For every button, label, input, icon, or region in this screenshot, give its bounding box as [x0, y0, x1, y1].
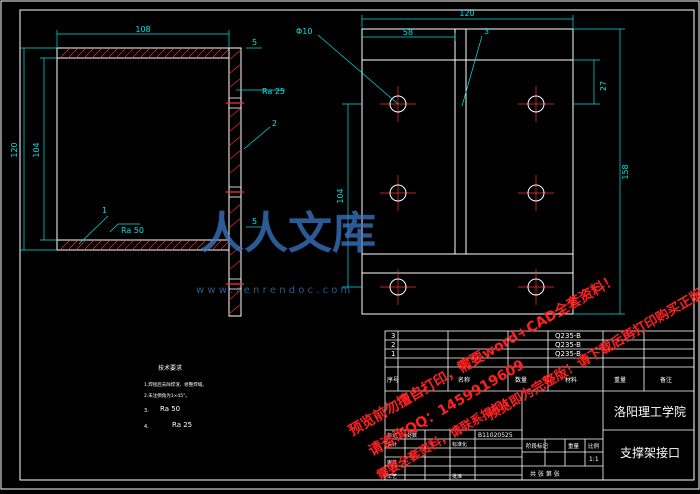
parts-row-no-2: 2 [391, 341, 395, 349]
sign-label-approve: 批准 [452, 473, 462, 480]
tech-item-3-rough: Ra 50 [160, 405, 180, 413]
vertical-plate-hatching [229, 50, 241, 314]
dim-height-104: 104 [32, 142, 41, 157]
parts-row-no-3: 3 [391, 332, 395, 340]
parts-header-no: 序号 [387, 376, 399, 384]
dim-hole-x-58: 58 [403, 28, 413, 37]
tech-title: 技术要求 [158, 364, 182, 372]
weight-label: 重量 [568, 442, 580, 450]
sign-label-standard: 标准化 [452, 441, 467, 448]
dim-width-108: 108 [135, 25, 150, 34]
tech-item-2: 2.未注倒角为1×45°。 [144, 392, 190, 399]
left-view: 108 120 104 1 2 Ra 50 Ra 25 5 5 [10, 25, 285, 316]
dim-width-120: 120 [459, 9, 474, 18]
scale-value: 1:1 [589, 456, 599, 463]
dim-hole-y-27: 27 [599, 81, 608, 91]
balloon-3: 3 [484, 27, 489, 36]
balloon-2: 2 [272, 119, 277, 128]
tech-item-3: 3. [144, 408, 149, 414]
school-name: 洛阳理工学院 [614, 404, 686, 419]
scale-label: 比例 [588, 442, 600, 450]
watermark-url: w w w . r e n r e n d o c . c o m [196, 285, 350, 296]
stage-label: 阶段标记 [526, 442, 549, 450]
bolt-holes [390, 96, 544, 295]
watermark-logo-text: 人人文库 [200, 208, 376, 259]
dim-height-120: 120 [10, 142, 19, 157]
dim-height-158: 158 [621, 164, 630, 179]
parts-row-material-3: Q235-B [555, 332, 581, 340]
parts-header-remark: 备注 [660, 376, 672, 384]
hole-diameter-label: Φ10 [296, 27, 312, 36]
tech-item-4-rough: Ra 25 [172, 421, 192, 429]
balloon-1: 1 [102, 206, 107, 215]
weld-symbol-top: 5 [252, 38, 257, 47]
watermark-logo: 人人文库 w w w . r e n r e n d o c . c o m [196, 208, 376, 296]
roughness-ra25: Ra 25 [262, 87, 285, 96]
parts-header-weight: 重量 [614, 376, 626, 384]
parts-row-material-2: Q235-B [555, 341, 581, 349]
parts-header-qty: 数量 [515, 376, 527, 384]
sheet-count: 共 张 第 张 [530, 470, 560, 478]
tech-requirements: 技术要求 1.焊接后去除焊渣、修整焊缝。 2.未注倒角为1×45°。 3. Ra… [144, 364, 207, 430]
doc-number: B11020525 [478, 432, 513, 439]
flange-plate [362, 29, 573, 314]
vertical-plate [229, 48, 241, 316]
right-view: 120 58 27 158 104 Φ10 3 [296, 9, 630, 314]
roughness-ra50: Ra 50 [121, 226, 144, 235]
tech-item-1: 1.焊接后去除焊渣、修整焊缝。 [144, 381, 207, 388]
top-plate [57, 48, 229, 58]
parts-row-no-1: 1 [391, 350, 395, 358]
tech-item-4: 4. [144, 424, 149, 430]
part-name: 支撑架接口 [620, 445, 680, 460]
dim-height-104-right: 104 [336, 188, 345, 203]
